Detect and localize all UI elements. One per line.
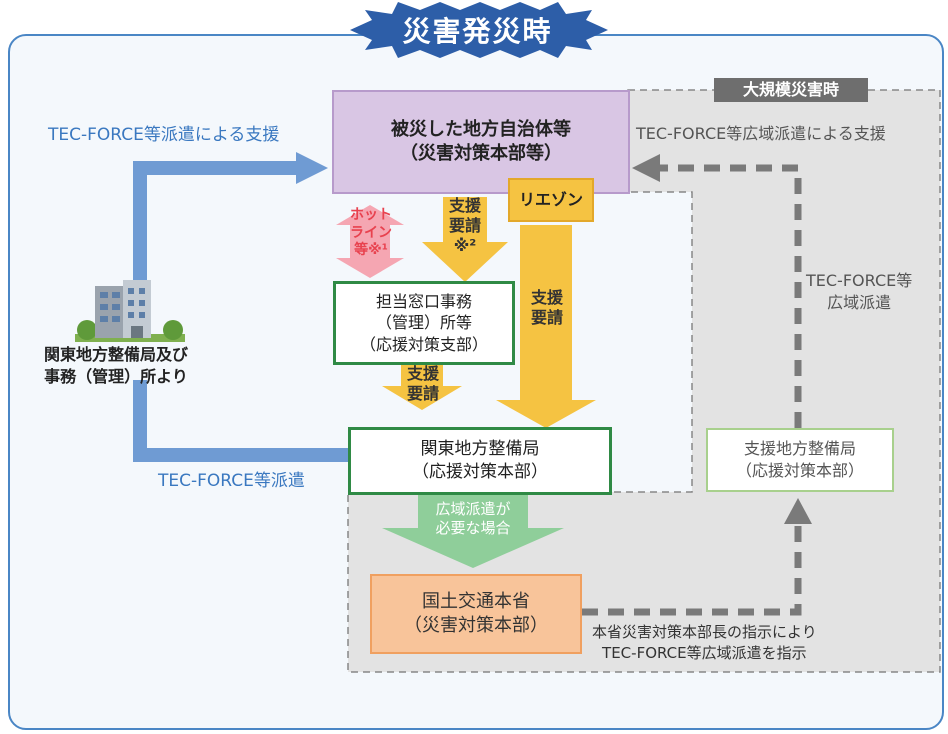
request-3-line-2: 要請: [406, 384, 439, 403]
wide-dispatch-arrow: [382, 494, 564, 568]
request-label-1: 支援 要請 ※²: [440, 196, 490, 256]
local-office-line-3: （応援対策支部）: [359, 334, 488, 354]
tec-wide-dispatch-line-1: TEC-FORCE等: [806, 271, 913, 290]
wide-needed-line-1: 広域派遣が: [435, 500, 511, 518]
source-line-1: 関東地方整備局及び: [43, 345, 188, 364]
request-label-2: 支援 要請: [522, 288, 572, 328]
office-building-icon: [75, 280, 185, 342]
request-2-line-1: 支援: [530, 288, 563, 307]
mlit-hq-sub: （災害対策本部）: [404, 615, 548, 636]
blue-dispatch-arrow: [133, 161, 300, 300]
request-1-line-1: 支援: [448, 196, 481, 215]
dashed-arrowhead-up: [784, 498, 812, 524]
request-1-line-2: 要請: [448, 216, 481, 235]
request-2-line-2: 要請: [530, 308, 563, 327]
local-office-line-1: 担当窓口事務: [375, 291, 472, 311]
hotline-line-2: ライン: [350, 224, 392, 241]
support-bureau-name: 支援地方整備局: [743, 439, 856, 459]
kanto-bureau-sub: （応援対策本部）: [412, 462, 548, 482]
wide-needed-line-2: 必要な場合: [435, 518, 511, 537]
local-office-box: 担当窓口事務 （管理）所等 （応援対策支部）: [333, 281, 515, 365]
affected-municipality-name: 被災した地方自治体等: [391, 118, 571, 140]
tec-wide-support-label: TEC-FORCE等広域派遣による支援: [636, 124, 886, 143]
hq-instruction-line-1: 本省災害対策本部長の指示により: [592, 623, 817, 641]
liaison-box: リエゾン: [508, 178, 594, 222]
tec-wide-dispatch-line-2: 広域派遣: [827, 292, 892, 312]
local-office-line-2: （管理）所等: [375, 313, 472, 333]
request-1-line-3: ※²: [453, 236, 477, 255]
request-arrow-2: [496, 225, 596, 428]
source-line-2: 事務（管理）所より: [44, 366, 188, 386]
tec-support-label: TEC-FORCE等派遣による支援: [48, 125, 280, 145]
request-arrow-1: [422, 197, 508, 282]
dashed-arrowhead-left: [632, 154, 660, 182]
support-bureau-sub: （応援対策本部）: [735, 461, 864, 480]
support-bureau-box: 支援地方整備局 （応援対策本部）: [706, 428, 894, 492]
mlit-hq-box: 国土交通本省 （災害対策本部）: [370, 574, 582, 654]
blue-dispatch-arrowhead: [296, 152, 328, 184]
request-3-line-1: 支援: [406, 364, 439, 383]
kanto-bureau-name: 関東地方整備局: [420, 439, 540, 460]
wide-needed-label: 広域派遣が 必要な場合: [418, 500, 528, 538]
large-disaster-label: 大規模災害時: [742, 80, 839, 99]
hotline-line-3: 等※¹: [354, 242, 388, 258]
liaison-label: リエゾン: [518, 190, 583, 210]
tec-wide-dispatch-label: TEC-FORCE等 広域派遣: [806, 270, 912, 313]
hq-instruction-label: 本省災害対策本部長の指示により TEC-FORCE等広域派遣を指示: [592, 622, 817, 664]
tec-dispatch-label: TEC-FORCE等派遣: [158, 471, 305, 491]
kanto-bureau-box: 関東地方整備局 （応援対策本部）: [348, 427, 612, 495]
hotline-label: ホット ライン 等※¹: [344, 207, 398, 260]
hotline-line-1: ホット: [350, 207, 392, 223]
mlit-hq-name: 国土交通本省: [422, 590, 530, 612]
request-label-3: 支援 要請: [398, 364, 448, 404]
hq-instruction-line-2: TEC-FORCE等広域派遣を指示: [602, 644, 807, 662]
page-title: 災害発災時: [402, 15, 553, 48]
title-burst: [350, 2, 608, 58]
affected-municipality-box: 被災した地方自治体等 （災害対策本部等）: [332, 90, 630, 194]
support-to-municipality-dashed: [658, 164, 802, 428]
hotline-arrow: [336, 205, 404, 278]
blue-dispatch-line: [133, 380, 350, 462]
source-label: 関東地方整備局及び 事務（管理）所より: [26, 344, 206, 387]
affected-municipality-sub: （災害対策本部等）: [400, 143, 562, 164]
request-arrow-3: [382, 362, 462, 410]
large-disaster-tag: 大規模災害時: [714, 78, 868, 102]
hq-to-support-dashed: [582, 520, 802, 616]
